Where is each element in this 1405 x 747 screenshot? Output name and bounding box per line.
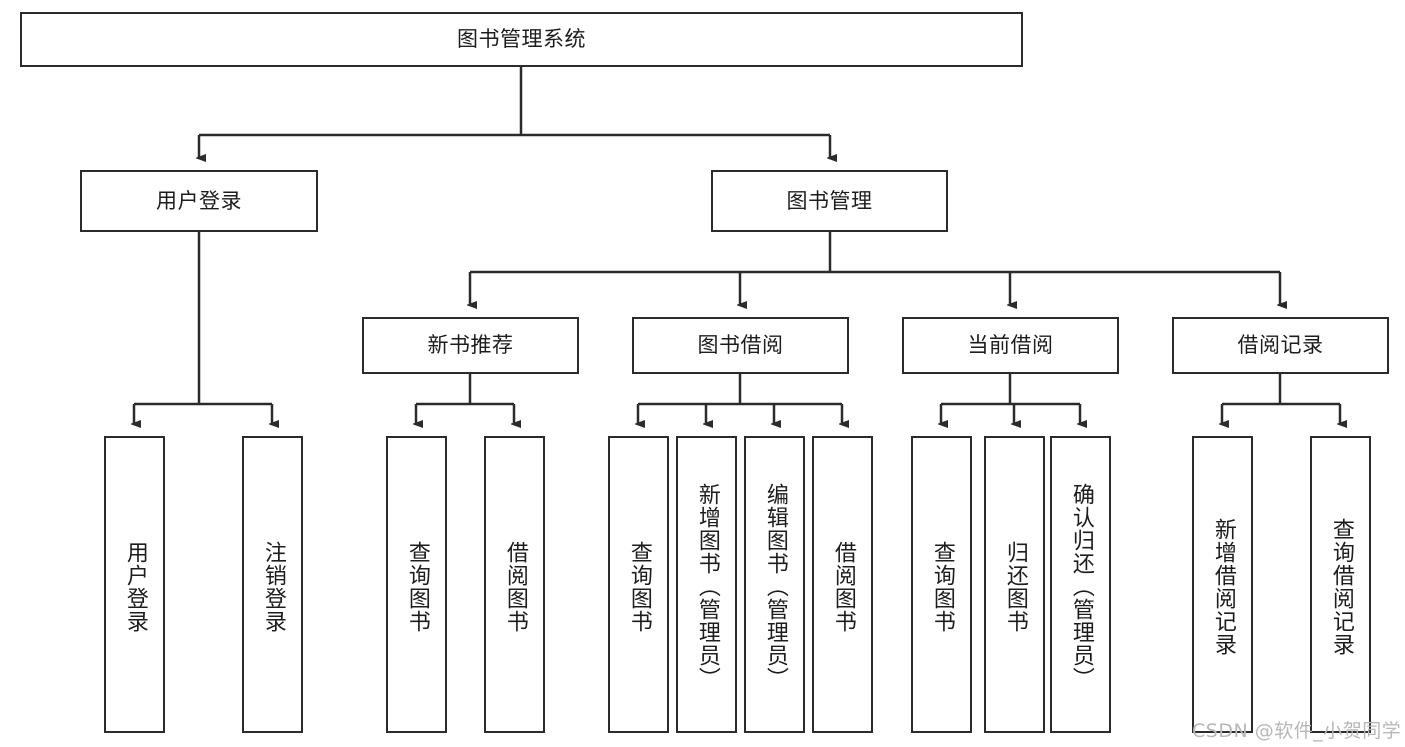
node-label: 确认归还（管理员） [1068,483,1094,690]
node-label: 图书管理系统 [457,27,586,52]
node-login[interactable]: 用户登录 [80,170,318,232]
csdn-watermark: CSDN @软件_小贺同学 [1192,720,1402,742]
node-leaf8[interactable]: 借阅图书 [812,436,873,733]
node-leaf3[interactable]: 查询图书 [386,436,447,733]
node-label: 新书推荐 [427,333,514,358]
node-borrow[interactable]: 图书借阅 [632,317,849,374]
node-label: 查询图书 [929,540,955,633]
node-leaf10[interactable]: 归还图书 [984,436,1045,733]
node-newbook[interactable]: 新书推荐 [362,317,579,374]
node-leaf2[interactable]: 注销登录 [242,436,303,733]
node-leaf5[interactable]: 查询图书 [608,436,669,733]
node-label: 借阅记录 [1237,333,1324,358]
node-label: 图书管理 [786,188,873,213]
node-label: 新增借阅记录 [1210,517,1236,656]
node-label: 归还图书 [1002,540,1028,633]
node-bookmgr[interactable]: 图书管理 [711,170,948,232]
node-leaf6[interactable]: 新增图书（管理员） [676,436,737,733]
node-label: 查询图书 [626,540,652,633]
node-root[interactable]: 图书管理系统 [20,12,1023,67]
node-label: 当前借阅 [967,333,1054,358]
node-leaf9[interactable]: 查询图书 [911,436,972,733]
node-leaf4[interactable]: 借阅图书 [484,436,545,733]
node-leaf7[interactable]: 编辑图书（管理员） [744,436,805,733]
node-label: 注销登录 [260,540,286,633]
node-label: 借阅图书 [502,540,528,633]
node-leaf1[interactable]: 用户登录 [104,436,165,733]
node-leaf13[interactable]: 查询借阅记录 [1310,436,1371,733]
node-label: 编辑图书（管理员） [762,483,788,690]
node-label: 查询图书 [404,540,430,633]
node-records[interactable]: 借阅记录 [1172,317,1389,374]
node-label: 新增图书（管理员） [694,483,720,690]
node-label: 用户登录 [156,188,242,213]
node-current[interactable]: 当前借阅 [902,317,1119,374]
node-label: 查询借阅记录 [1328,517,1354,656]
node-leaf12[interactable]: 新增借阅记录 [1192,436,1253,733]
node-label: 用户登录 [122,540,148,633]
node-label: 借阅图书 [830,540,856,633]
node-label: 图书借阅 [697,333,784,358]
node-leaf11[interactable]: 确认归还（管理员） [1050,436,1111,733]
